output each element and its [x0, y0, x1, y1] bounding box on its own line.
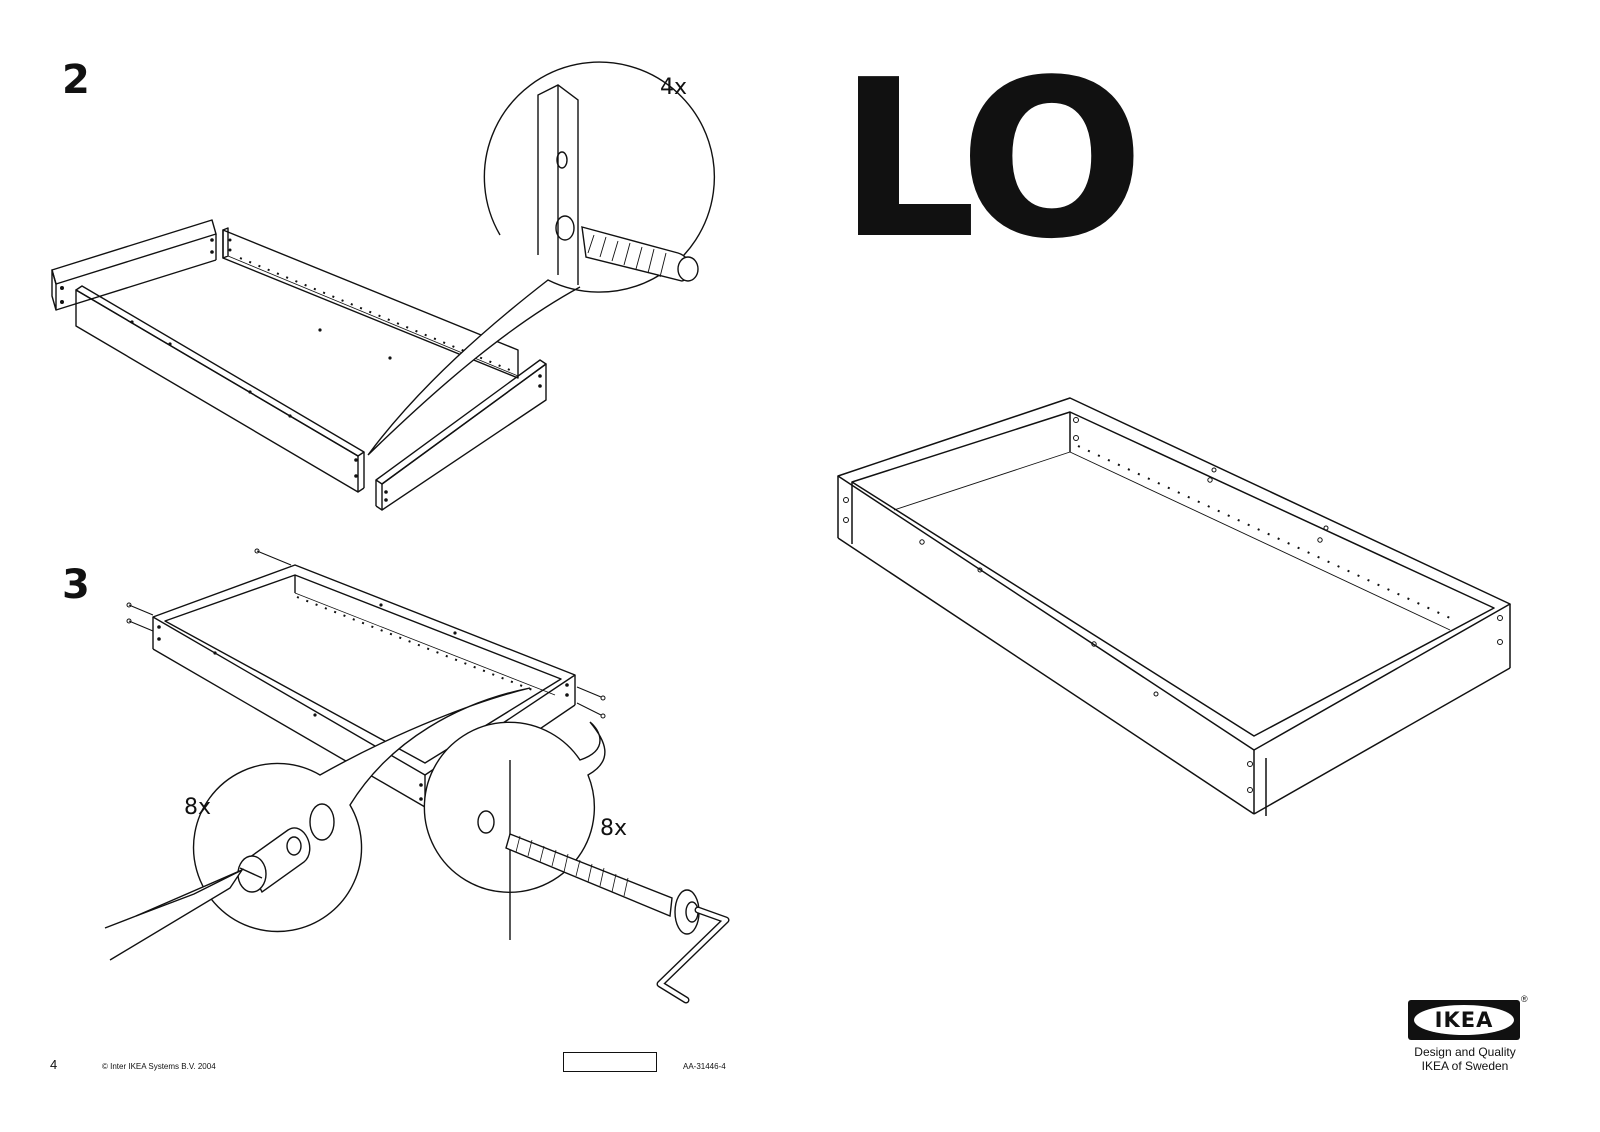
ikea-logo: IKEA: [1408, 1000, 1520, 1040]
step-3-bolt-detail-bubble: [440, 720, 750, 1020]
ikea-logo-text: IKEA: [1435, 1008, 1494, 1032]
dowel-quantity-label: 4x: [660, 75, 688, 100]
tagline-line-1: Design and Quality: [1414, 1045, 1516, 1059]
product-name-title: LO: [838, 34, 1144, 287]
registered-mark: ®: [1521, 994, 1528, 1004]
bolt-quantity-label: 8x: [600, 816, 628, 841]
finished-frame-illustration: [830, 390, 1550, 830]
step-2-number: 2: [62, 57, 90, 103]
tagline-line-2: IKEA of Sweden: [1421, 1059, 1509, 1073]
step-3-cam-lock-detail-bubble: [100, 680, 550, 970]
cam-lock-quantity-label: 8x: [184, 795, 212, 820]
step-2-frame-parts-illustration: [40, 210, 560, 520]
step-3-number: 3: [62, 562, 90, 608]
step-2-dowel-detail-bubble: [360, 55, 730, 475]
article-code: AA-31446-4: [683, 1062, 726, 1071]
copyright-notice: © Inter IKEA Systems B.V. 2004: [102, 1062, 216, 1071]
empty-label-box: [563, 1052, 657, 1072]
page-number: 4: [50, 1057, 58, 1072]
